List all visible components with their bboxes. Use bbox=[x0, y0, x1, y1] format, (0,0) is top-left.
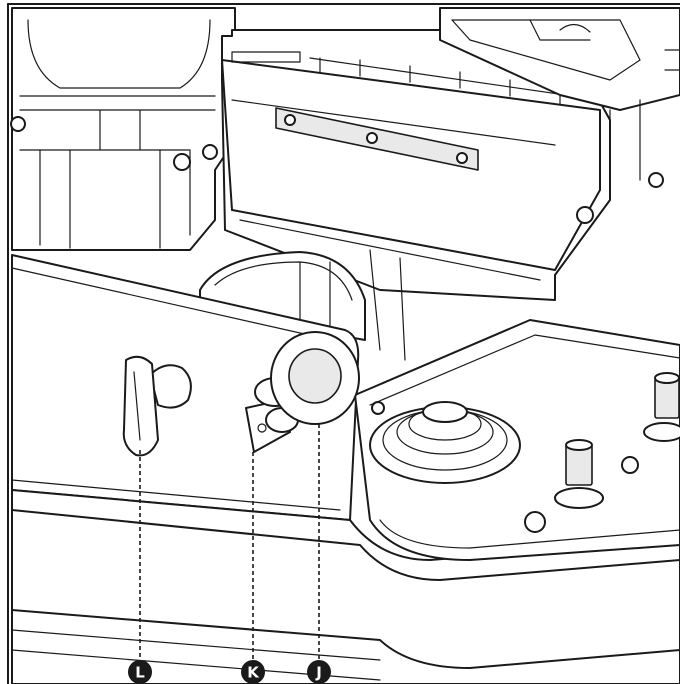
base-plate bbox=[354, 319, 680, 561]
base-tray bbox=[11, 489, 680, 684]
leader-lines bbox=[139, 424, 320, 662]
release-lever bbox=[122, 355, 192, 457]
callout-L: L bbox=[128, 660, 152, 684]
callout-K: K bbox=[241, 660, 265, 684]
drive-gear bbox=[199, 249, 406, 361]
callout-label-L: L bbox=[135, 664, 145, 682]
motor-housing bbox=[10, 7, 236, 251]
lock-cylinder bbox=[254, 331, 360, 425]
terminal-block bbox=[439, 7, 680, 201]
frame-border bbox=[7, 3, 680, 684]
callout-J: J bbox=[307, 660, 331, 684]
callout-label-K: K bbox=[247, 664, 260, 682]
control-unit bbox=[221, 29, 664, 301]
callout-label-J: J bbox=[315, 664, 322, 682]
